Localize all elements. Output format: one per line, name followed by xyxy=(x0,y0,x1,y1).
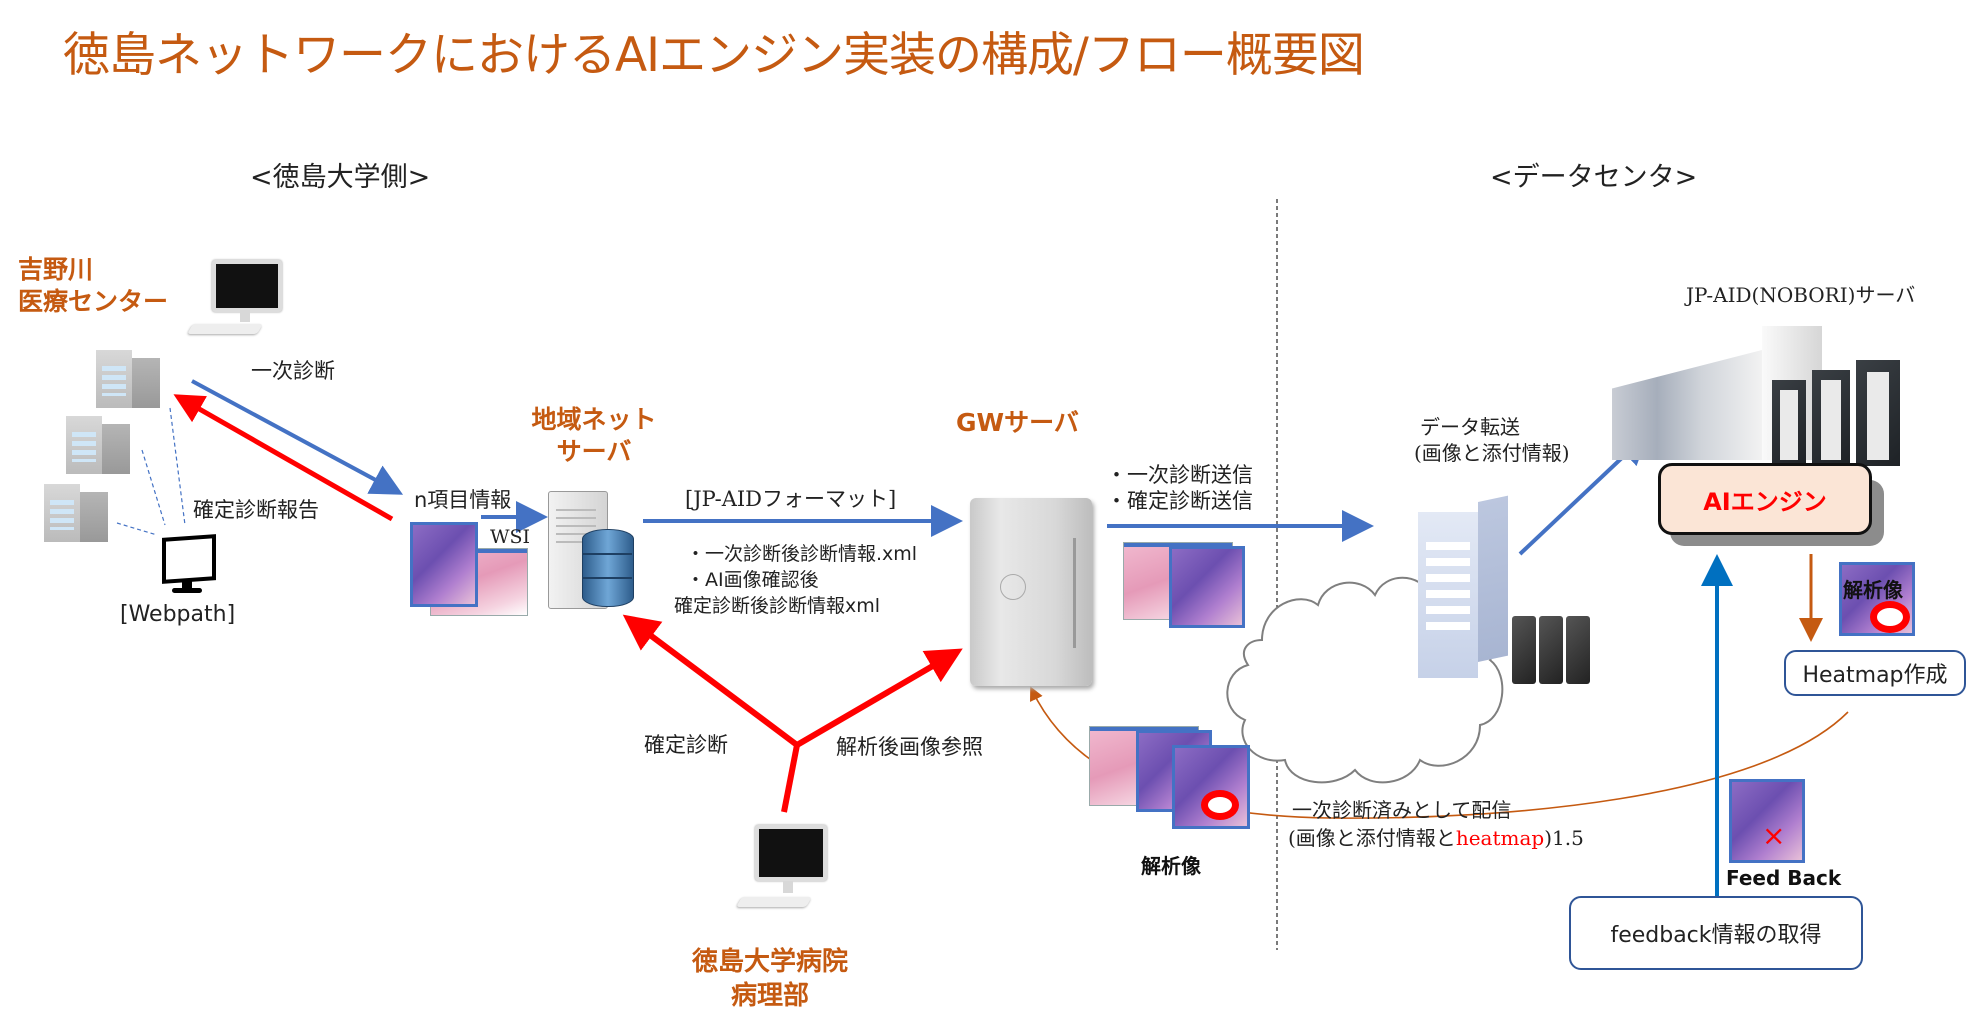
xml-items-list: ・一次診断後診断情報.xml ・AI画像確認後 確定診断後診断情報xml xyxy=(674,541,918,619)
primary-diagnosis-label: 一次診断 xyxy=(251,359,335,383)
hospital-dept-label: 徳島大学病院 病理部 xyxy=(660,945,880,1013)
xml-item: 確定診断後診断情報xml xyxy=(674,595,881,617)
distribution-heatmap-text: heatmap xyxy=(1455,826,1545,850)
feed-back-label: Feed Back xyxy=(1726,866,1842,890)
jpaid-format-label: [JP-AIDフォーマット] xyxy=(685,487,897,511)
hospital-dept-line2: 病理部 xyxy=(730,981,809,1011)
wsi-slide-image xyxy=(410,522,478,607)
regional-server-line2: サーバ xyxy=(556,437,632,466)
wsi-label: WSI xyxy=(490,526,531,548)
send-item: ・確定診断送信 xyxy=(1106,489,1253,513)
feedback-image: × xyxy=(1729,779,1805,863)
analysis-image-thumb xyxy=(1839,562,1915,636)
data-center-building-icon xyxy=(1418,495,1508,678)
distribution-line2-post: )1.5 xyxy=(1544,826,1584,850)
page-title: 徳島ネットワークにおけるAIエンジン実装の構成/フロー概要図 xyxy=(63,28,1365,83)
arrow-analysis-reference xyxy=(795,648,963,748)
ai-engine-box[interactable]: AIエンジン xyxy=(1658,463,1872,535)
n-items-label: n項目情報 xyxy=(414,488,512,512)
dashed-link xyxy=(116,522,158,536)
data-transfer-line: データ転送 xyxy=(1420,415,1520,439)
jpaid-server-label: JP-AID(NOBORI)サーバ xyxy=(1686,283,1916,307)
analysis-reference-label: 解析後画像参照 xyxy=(836,735,983,759)
final-diagnosis-label: 確定診断 xyxy=(644,733,728,757)
xml-item: ・AI画像確認後 xyxy=(686,569,819,591)
webpath-label: [Webpath] xyxy=(120,602,236,627)
regional-server-label: 地域ネット サーバ xyxy=(524,404,664,468)
webpath-monitor-icon[interactable] xyxy=(162,534,216,594)
send-item: ・一次診断送信 xyxy=(1106,463,1253,487)
final-report-label: 確定診断報告 xyxy=(193,498,319,522)
workstation-icon xyxy=(187,260,282,340)
hospital-icon xyxy=(44,478,116,542)
analysis-image-label: 解析像 xyxy=(1141,854,1201,878)
data-transfer-label: データ転送 (画像と添付情報) xyxy=(1414,414,1570,466)
distribution-line2: (画像と添付情報とheatmap)1.5 xyxy=(1288,824,1584,852)
arrow-primary-diagnosis xyxy=(191,379,404,495)
sent-slide-image xyxy=(1169,546,1245,628)
gw-server-label: GWサーバ xyxy=(956,408,1079,437)
pathology-workstation-icon xyxy=(735,825,830,915)
reject-x-icon: × xyxy=(1762,819,1786,852)
yoshinogawa-line1: 吉野川 xyxy=(18,255,94,284)
analysis-image-label-small: 解析像 xyxy=(1843,578,1903,602)
hospital-dept-line1: 徳島大学病院 xyxy=(691,947,848,977)
section-university-side: <徳島大学側> xyxy=(250,162,431,193)
rack-servers-icon xyxy=(1512,616,1592,686)
hospital-icon xyxy=(66,410,138,474)
yoshinogawa-label: 吉野川 医療センター xyxy=(18,254,168,318)
heatmap-box[interactable]: Heatmap作成 xyxy=(1784,650,1966,696)
arrow-final-diagnosis xyxy=(622,614,799,748)
xml-item: ・一次診断後診断情報.xml xyxy=(686,543,918,565)
gw-server-icon[interactable] xyxy=(970,498,1092,686)
feedback-box[interactable]: feedback情報の取得 xyxy=(1569,896,1863,970)
hospital-icon xyxy=(96,344,168,408)
regional-server-line1: 地域ネット xyxy=(531,405,657,434)
dashed-link xyxy=(169,407,186,526)
yoshinogawa-line2: 医療センター xyxy=(18,287,169,316)
jpaid-server-icon[interactable] xyxy=(1612,310,1912,466)
dashed-link xyxy=(141,449,166,526)
regional-server-icon[interactable] xyxy=(548,487,648,609)
analysis-slide-heatmap xyxy=(1172,745,1250,829)
distribution-line1: 一次診断済みとして配信 xyxy=(1292,798,1512,822)
distribution-line2-pre: (画像と添付情報と xyxy=(1288,826,1456,850)
distribution-label: 一次診断済みとして配信 (画像と添付情報とheatmap)1.5 xyxy=(1288,796,1584,852)
arrow-dept-stem xyxy=(781,744,800,813)
send-items-list: ・一次診断送信 ・確定診断送信 xyxy=(1106,462,1253,514)
arrow-final-report xyxy=(173,394,394,522)
section-data-center: <データセンタ> xyxy=(1490,162,1698,193)
data-transfer-line: (画像と添付情報) xyxy=(1414,441,1570,465)
